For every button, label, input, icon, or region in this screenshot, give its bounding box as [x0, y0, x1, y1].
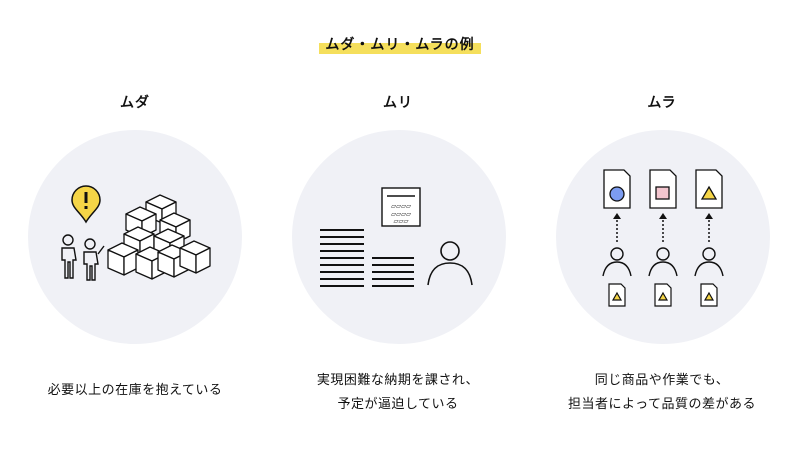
- output-document-square-icon: [649, 169, 677, 209]
- people-icon: [61, 234, 105, 281]
- svg-text:▱▱▱: ▱▱▱: [394, 217, 409, 225]
- diagram-title: ムダ・ムリ・ムラの例: [0, 34, 800, 54]
- heading-mura: ムラ: [647, 95, 677, 111]
- muda-illustration: [28, 130, 242, 344]
- muri-illustration: ▱▱▱▱ ▱▱▱▱ ▱▱▱: [292, 130, 506, 344]
- mura-illustration: [556, 130, 770, 344]
- description-muri-line1: 実現困難な納期を課され、: [316, 373, 480, 388]
- heading-muri: ムリ: [383, 95, 413, 111]
- description-muri-line2: 予定が逼迫している: [337, 397, 459, 412]
- heading-muda: ムダ: [120, 95, 150, 111]
- description-muda-line1: 必要以上の在庫を抱えている: [47, 383, 223, 398]
- worker-icons: [602, 247, 724, 277]
- output-document-circle-icon: [603, 169, 631, 209]
- calendar-icon: ▱▱▱▱ ▱▱▱▱ ▱▱▱: [381, 187, 421, 227]
- document-stack-icon: [320, 229, 414, 287]
- warning-icon: [71, 185, 101, 224]
- svg-text:▱▱▱▱: ▱▱▱▱: [391, 210, 411, 218]
- description-mura-line2: 担当者によって品質の差がある: [568, 397, 756, 412]
- stacked-boxes-icon: [107, 194, 211, 280]
- description-mura: 同じ商品や作業でも、 担当者によって品質の差がある: [532, 369, 792, 417]
- description-muri: 実現困難な納期を課され、 予定が逼迫している: [268, 369, 528, 417]
- input-document-icons: [608, 283, 718, 307]
- svg-text:▱▱▱▱: ▱▱▱▱: [391, 202, 411, 210]
- output-document-triangle-icon: [695, 169, 723, 209]
- person-icon: [427, 241, 473, 286]
- diagram-title-text: ムダ・ムリ・ムラの例: [319, 34, 481, 54]
- description-muda: 必要以上の在庫を抱えている: [5, 379, 265, 403]
- arrow-icons: [616, 218, 710, 242]
- description-mura-line1: 同じ商品や作業でも、: [594, 373, 730, 388]
